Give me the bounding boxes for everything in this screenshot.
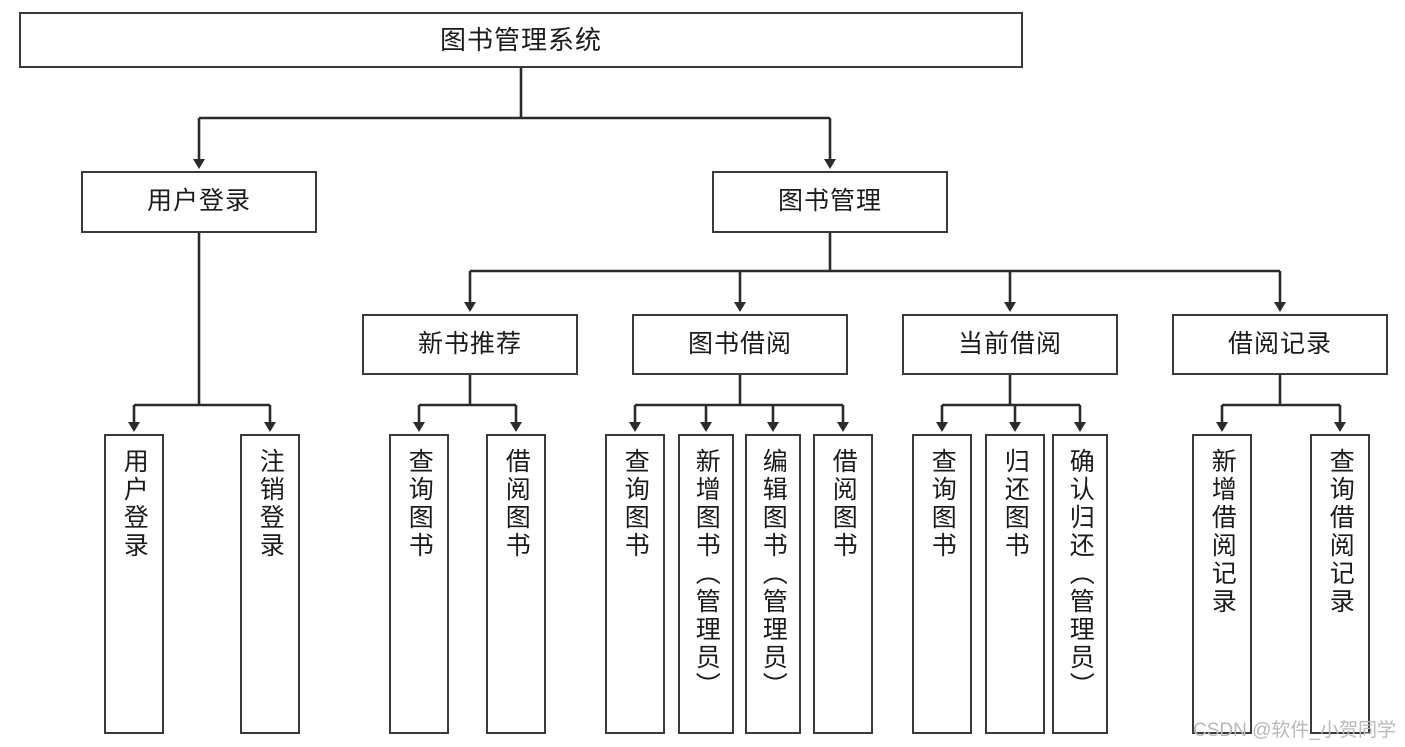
node-leaf-query-book-borrow[interactable]: 查询图书 (605, 434, 665, 734)
node-current-borrow[interactable]: 当前借阅 (902, 314, 1118, 375)
node-book-management[interactable]: 图书管理 (712, 171, 948, 233)
node-leaf-query-book-recommend[interactable]: 查询图书 (389, 434, 449, 734)
node-leaf-add-borrow-record[interactable]: 新增借阅记录 (1192, 434, 1252, 734)
node-leaf-query-book-current[interactable]: 查询图书 (912, 434, 972, 734)
node-leaf-confirm-return-admin[interactable]: 确认归还（管理员） (1052, 434, 1108, 734)
node-new-book-recommend[interactable]: 新书推荐 (362, 314, 578, 375)
node-leaf-logout-login[interactable]: 注销登录 (240, 434, 300, 734)
node-label: 借阅图书 (829, 448, 858, 560)
node-borrow-record[interactable]: 借阅记录 (1172, 314, 1388, 375)
node-label: 新书推荐 (417, 329, 522, 358)
node-label: 图书借阅 (687, 329, 792, 358)
node-label: 图书管理 (777, 187, 882, 216)
node-leaf-borrow-book[interactable]: 借阅图书 (813, 434, 873, 734)
node-label: 归还图书 (1001, 448, 1030, 560)
node-label: 查询借阅记录 (1326, 448, 1355, 616)
node-label: 编辑图书（管理员） (759, 448, 788, 700)
node-label: 新增图书（管理员） (692, 448, 721, 700)
node-label: 确认归还（管理员） (1066, 448, 1095, 700)
node-label: 新增借阅记录 (1208, 448, 1237, 616)
node-label: 用户登录 (146, 187, 251, 216)
node-label: 图书管理系统 (439, 24, 602, 55)
node-leaf-edit-book-admin[interactable]: 编辑图书（管理员） (745, 434, 801, 734)
node-label: 用户登录 (120, 448, 149, 560)
node-root[interactable]: 图书管理系统 (19, 12, 1023, 68)
node-leaf-user-login[interactable]: 用户登录 (104, 434, 164, 734)
node-leaf-add-book-admin[interactable]: 新增图书（管理员） (678, 434, 734, 734)
node-leaf-return-book[interactable]: 归还图书 (985, 434, 1045, 734)
node-label: 查询图书 (621, 448, 650, 560)
node-leaf-query-borrow-record[interactable]: 查询借阅记录 (1310, 434, 1370, 734)
node-label: 借阅图书 (502, 448, 531, 560)
node-book-borrow[interactable]: 图书借阅 (632, 314, 848, 375)
node-label: 查询图书 (405, 448, 434, 560)
node-label: 查询图书 (928, 448, 957, 560)
node-leaf-borrow-book-recommend[interactable]: 借阅图书 (486, 434, 546, 734)
node-user-login[interactable]: 用户登录 (81, 171, 317, 233)
node-label: 借阅记录 (1227, 329, 1332, 358)
node-label: 当前借阅 (957, 329, 1062, 358)
watermark-text: CSDN @软件_小贺同学 (1193, 720, 1396, 741)
node-label: 注销登录 (256, 448, 285, 560)
